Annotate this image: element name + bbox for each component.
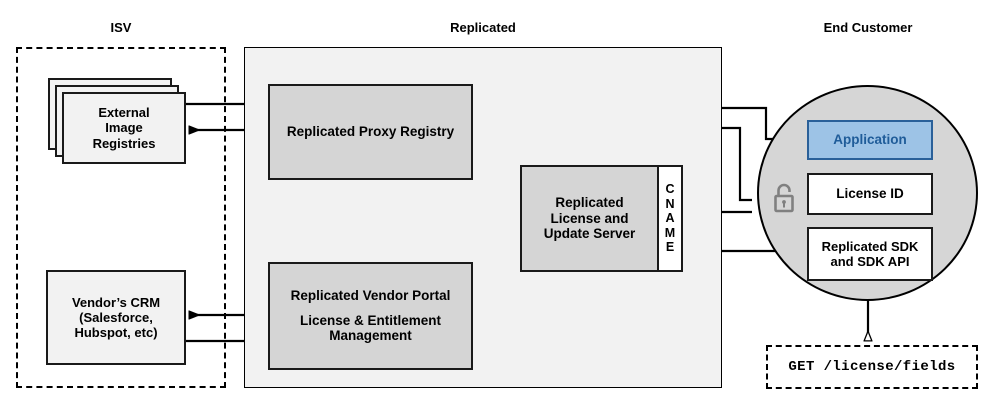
license-server-line-3: Update Server xyxy=(543,226,636,242)
cname-letter-3: A xyxy=(665,211,675,226)
isv-boundary xyxy=(16,47,226,388)
license-id[interactable]: License ID xyxy=(807,173,933,215)
replicated-sdk-line-2: and SDK API xyxy=(830,254,910,269)
vendor-portal-line-1: Replicated Vendor Portal xyxy=(290,287,451,303)
replicated-vendor-portal[interactable]: Replicated Vendor Portal License & Entit… xyxy=(268,262,473,370)
group-title-replicated: Replicated xyxy=(450,20,516,35)
unlocked-padlock-icon xyxy=(769,182,799,216)
replicated-sdk-line-1: Replicated SDK xyxy=(821,238,919,254)
license-server-line-1: Replicated xyxy=(555,194,624,210)
external-image-registries-line-1: External xyxy=(98,105,150,120)
vendors-crm-line-1: Vendor’s CRM xyxy=(71,294,161,310)
external-image-registries-line-2: Image xyxy=(105,120,143,136)
license-id-label: License ID xyxy=(836,186,904,202)
application[interactable]: Application xyxy=(807,120,933,160)
cname-letter-4: M xyxy=(664,225,676,240)
replicated-proxy-registry[interactable]: Replicated Proxy Registry xyxy=(268,84,473,180)
vendor-portal-line-2: License & Entitlement xyxy=(299,312,442,328)
external-image-registries[interactable]: External Image Registries xyxy=(62,92,186,164)
replicated-license-and-update-server[interactable]: Replicated License and Update Server xyxy=(520,165,659,272)
api-request-label: GET /license/fields xyxy=(788,359,956,375)
replicated-proxy-registry-label: Replicated Proxy Registry xyxy=(286,124,455,140)
vendors-crm-line-2: (Salesforce, xyxy=(79,309,153,325)
cname-letter-1: C xyxy=(665,182,675,197)
group-title-end-customer: End Customer xyxy=(823,20,913,35)
group-title-isv: ISV xyxy=(110,20,132,35)
cname-letter-5: E xyxy=(665,240,675,255)
vendor-portal-line-3: Management xyxy=(329,328,412,344)
vendors-crm-line-3: Hubspot, etc) xyxy=(74,325,158,341)
api-request-box: GET /license/fields xyxy=(766,345,978,389)
replicated-sdk[interactable]: Replicated SDK and SDK API xyxy=(807,227,933,281)
cname-strip: C N A M E xyxy=(659,165,683,272)
external-image-registries-line-3: Registries xyxy=(92,135,156,151)
license-server-line-2: License and xyxy=(550,210,629,226)
vendors-crm[interactable]: Vendor’s CRM (Salesforce, Hubspot, etc) xyxy=(46,270,186,365)
application-label: Application xyxy=(833,132,907,148)
cname-letter-2: N xyxy=(665,196,675,211)
